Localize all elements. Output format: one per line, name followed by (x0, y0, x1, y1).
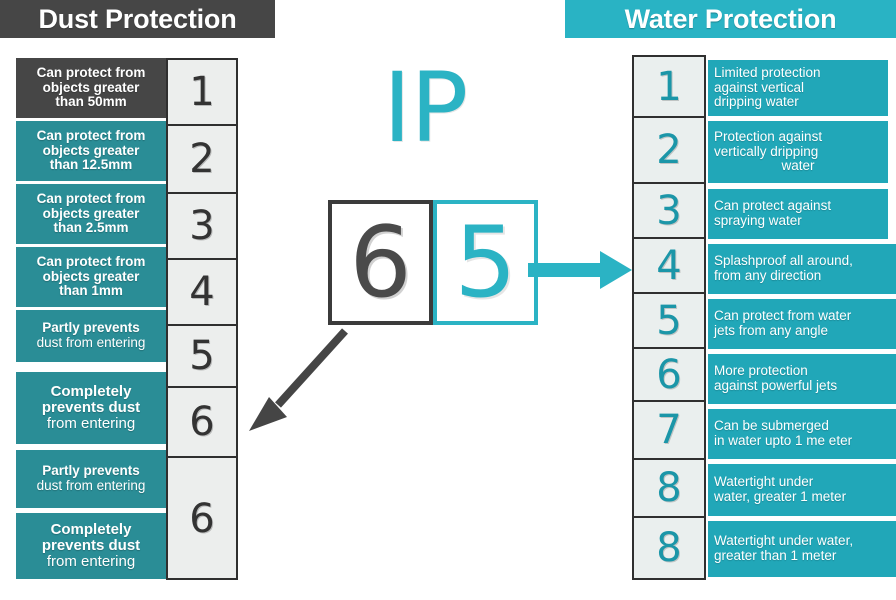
dust-row-line: dust from entering (36, 335, 146, 350)
water-protection-header: Water Protection (565, 0, 896, 38)
water-row-line: Watertight under water, (714, 533, 854, 549)
dust-rating-number: 1 (168, 60, 236, 126)
ip-water-digit: 5 (454, 205, 517, 320)
dust-header-label: Dust Protection (38, 3, 237, 34)
water-rating-number: 8 (656, 525, 682, 571)
water-row-line: dripping water (714, 94, 799, 110)
water-row-line: water (781, 158, 815, 174)
water-row-line: Watertight under (714, 474, 814, 490)
dust-row-line: than 12.5mm (49, 157, 133, 173)
water-row-line: spraying water (714, 213, 802, 228)
water-row-line: jets from any angle (714, 323, 829, 338)
dust-row-line: objects greater (42, 268, 140, 284)
dust-rating-number: 4 (168, 260, 236, 326)
water-rating-number: 8 (634, 460, 704, 518)
dust-row-line: Partly prevents (42, 463, 140, 479)
dust-row-line: prevents dust (41, 398, 141, 416)
dust-row-line: objects greater (42, 79, 140, 95)
arrow-right-icon (528, 251, 632, 289)
dust-row-line: prevents dust (41, 536, 141, 554)
water-rating-number: 4 (634, 239, 704, 294)
water-row-line: Can protect against (714, 198, 832, 214)
dust-row-line: from entering (46, 553, 136, 571)
water-row-line: greater than 1 meter (714, 548, 837, 563)
water-rating-number: 5 (634, 294, 704, 349)
water-row-line: Limited protection (714, 64, 821, 80)
water-row-line: vertically dripping (714, 143, 819, 159)
water-rating-number: 1 (634, 57, 704, 118)
dust-rating-number: 3 (168, 194, 236, 260)
water-row-line: against powerful jets (714, 378, 838, 393)
dust-row-line: than 1mm (59, 283, 123, 299)
ip-water-digit-box: 5 (433, 200, 538, 325)
dust-rating-number: 2 (168, 126, 236, 194)
water-row-description: Splashproof all around,from any directio… (708, 244, 896, 294)
dust-row-line: than 50mm (55, 94, 127, 110)
water-row-line: water, greater 1 meter (714, 489, 847, 504)
water-rating-number: 6 (634, 349, 704, 402)
dust-rating-number: 6 (189, 496, 215, 542)
dust-row-line: Can protect from (36, 128, 146, 144)
water-rating-number: 7 (634, 402, 704, 460)
dust-row-line: from entering (46, 415, 136, 433)
water-row-line: against vertical (714, 79, 805, 95)
water-rating-number: 3 (634, 184, 704, 239)
water-rating-number: 2 (634, 118, 704, 184)
dust-row-line: Partly prevents (42, 320, 140, 336)
water-row-line: from any direction (714, 268, 822, 283)
water-row-line: Splashproof all around, (714, 253, 853, 269)
dust-row-line: Completely (50, 520, 132, 538)
water-row-line: Protection against (714, 128, 823, 144)
dust-row-line: Can protect from (36, 65, 146, 81)
ip-logo: IP (383, 52, 468, 164)
ip-dust-digit-box: 6 (328, 200, 433, 325)
water-row-description: Watertight under water,greater than 1 me… (708, 521, 896, 577)
dust-row-line: Completely (50, 382, 132, 400)
dust-protection-header: Dust Protection (0, 0, 275, 38)
water-row-line: Can be submerged (714, 418, 829, 434)
water-header-label: Water Protection (624, 3, 837, 34)
dust-rating-number: 6 (168, 388, 236, 458)
dust-row-line: objects greater (42, 205, 140, 221)
water-row-line: More protection (714, 363, 808, 379)
dust-rating-number: 5 (168, 326, 236, 388)
dust-row-line: Can protect from (36, 191, 146, 207)
arrow-down-left-icon (249, 328, 348, 431)
water-row-line: Can protect from water (714, 308, 852, 324)
dust-row-line: dust from entering (36, 478, 146, 493)
dust-row-line: objects greater (42, 142, 140, 158)
ip-dust-digit: 6 (349, 205, 412, 320)
dust-row-line: Can protect from (36, 254, 146, 270)
water-row-line: in water upto 1 me eter (714, 433, 853, 448)
dust-row-line: than 2.5mm (53, 220, 129, 236)
